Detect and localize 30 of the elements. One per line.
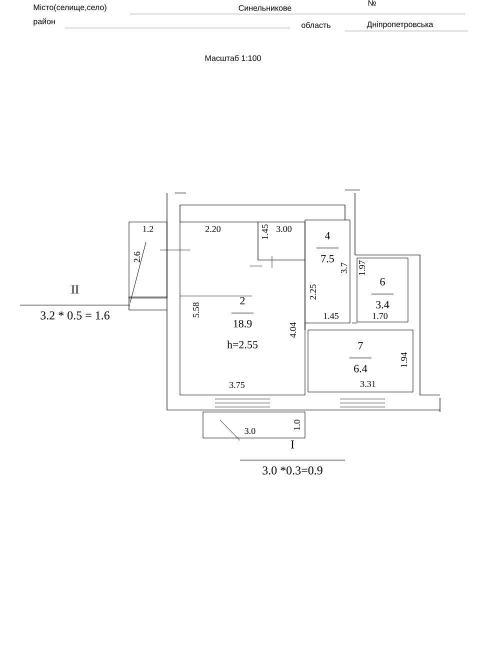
dimension-label: 1.97 [358,260,366,276]
area-callout: II 3.2 * 0.5 = 1.6 [20,286,130,320]
form-text: Дніпропетровська [366,21,434,29]
area-callout: I 3.0 *0.3=0.9 [240,440,346,475]
form-text: область [302,22,330,28]
dimension-label: 3.0 [244,428,256,434]
dimension-label: 2.25 [310,284,316,300]
dimension-label: 2.20 [206,226,221,232]
form-text: район [34,18,55,26]
form-text: Синельникове [238,5,292,11]
dimension-label: 1.2 [143,226,154,232]
dimension-label: 1.70 [372,312,388,320]
dimension-label: 1.0 [294,420,300,430]
leader-line [130,242,146,303]
dimension-label: 3.31 [360,380,376,388]
dimension-label: 3.75 [230,382,245,388]
form-text: № [368,0,376,6]
balcony [202,412,306,438]
form-text: Масштаб 1:100 [205,55,261,61]
form-text: Місто(селище,село) [34,4,106,12]
dimension-label: 1.94 [400,352,408,368]
dimension-label: 3.00 [276,226,292,232]
leader-line [220,420,240,441]
dimension-label: 4.04 [290,322,296,338]
dimension-label: 2.6 [134,252,140,262]
dimension-label: 3.7 [340,262,348,274]
dimension-label: 1.45 [262,224,268,240]
dimension-label: 5.58 [192,302,200,318]
dimension-label: 1.45 [324,312,339,320]
balcony [128,222,168,298]
